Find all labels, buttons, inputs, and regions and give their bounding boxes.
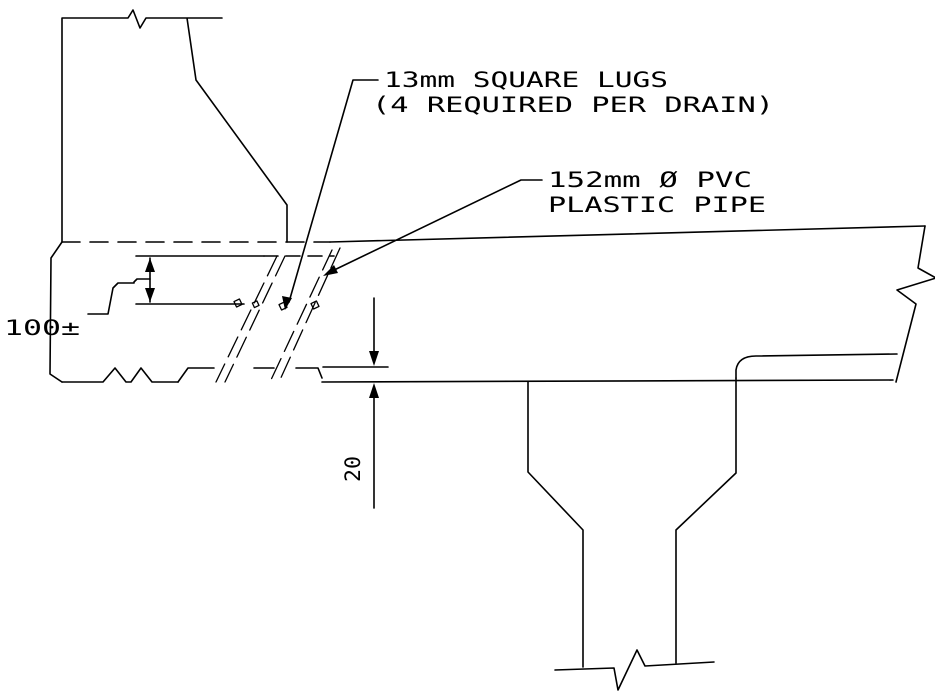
girder-bottom-break (554, 649, 715, 691)
girder-flange-line (735, 353, 898, 379)
pipe-label-line2: PLASTIC PIPE (548, 193, 766, 217)
dim-20-label: 20 (341, 456, 365, 482)
pipe-arrowhead (323, 265, 338, 276)
dim-20-arrow-bottom (369, 383, 379, 398)
dim-20-arrow-top (369, 351, 379, 366)
deck-soffit-main (321, 379, 894, 383)
dim-100-label: 100± (4, 316, 80, 340)
pipe-label-line1: 152mm Ø PVC (548, 168, 752, 192)
deck-left-edge (49, 241, 63, 383)
deck-right-break (895, 225, 935, 383)
pipe-leader (327, 179, 543, 274)
lugs-label-line1: 13mm SQUARE LUGS (384, 68, 668, 92)
dim-20-lines (322, 297, 389, 509)
deck-soffit-drain-chamfer (177, 367, 323, 383)
lugs-leader (288, 79, 379, 303)
dim-100-arrow-bottom (145, 288, 155, 302)
pvc-pipe (215, 247, 341, 383)
lugs-arrowhead (282, 296, 292, 310)
girder-web (527, 377, 737, 668)
deck-top-solid (329, 225, 926, 243)
lugs-label-line2: (4 REQUIRED PER DRAIN) (372, 93, 774, 117)
dim-100-lines (87, 255, 265, 315)
dim-100-arrow-top (145, 258, 155, 272)
parapet-outline (61, 9, 288, 243)
deck-soffit-left (61, 367, 179, 383)
